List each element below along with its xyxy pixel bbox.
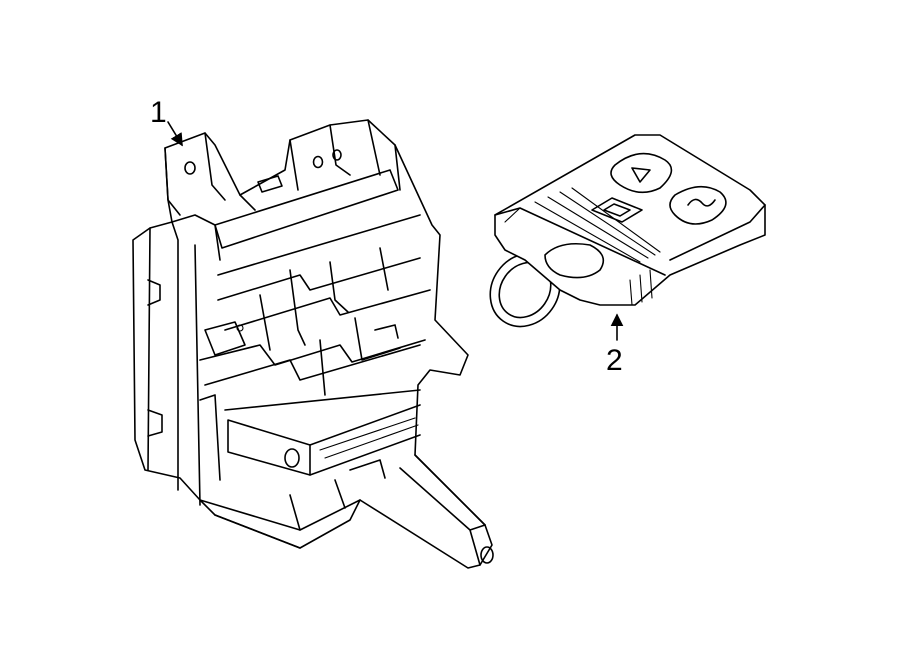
callout-2: 2: [606, 313, 624, 377]
remote-drawing: [489, 134, 766, 328]
callout-1-leader: [167, 121, 183, 147]
callout-1: 1: [150, 96, 183, 147]
callout-2-label: 2: [606, 344, 623, 377]
module-drawing: [132, 119, 494, 569]
callout-1-label: 1: [150, 96, 167, 129]
